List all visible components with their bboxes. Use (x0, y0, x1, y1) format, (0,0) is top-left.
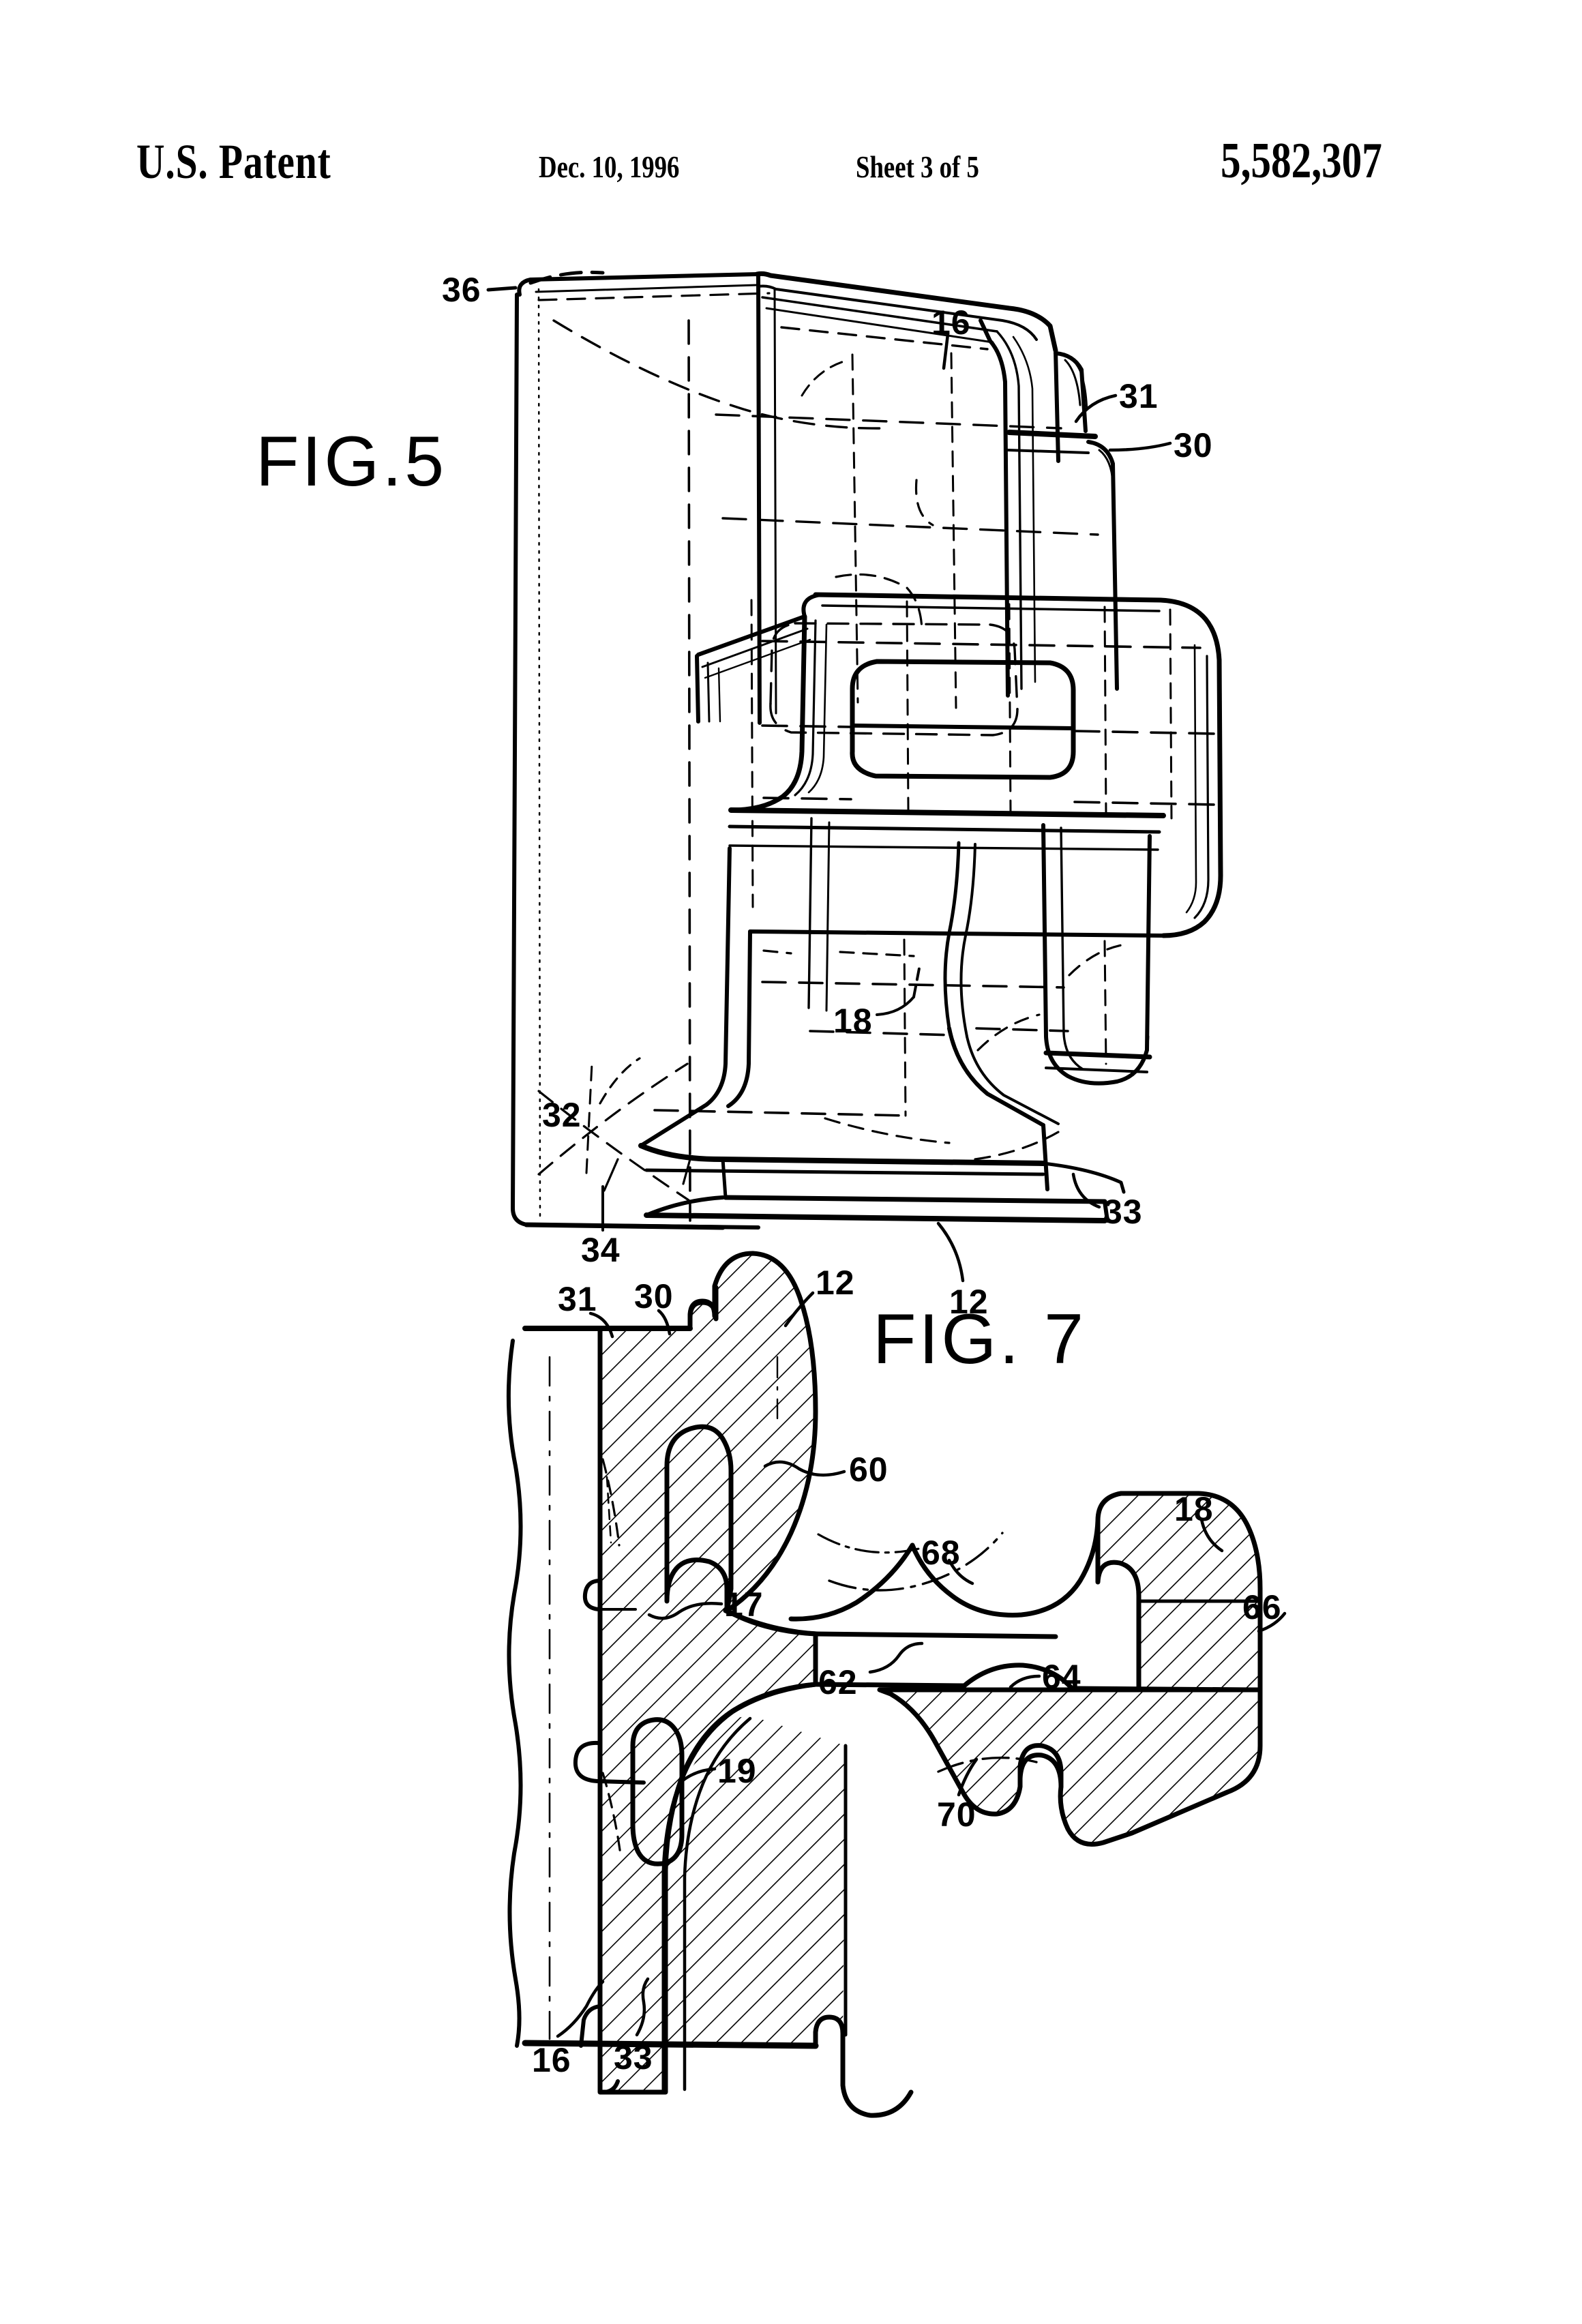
reference-numeral-30-fig5: 30 (1174, 426, 1213, 464)
reference-numeral-31-fig7: 31 (558, 1280, 597, 1318)
reference-numeral-19-fig7: 19 (717, 1752, 757, 1790)
reference-numeral-33-fig5: 33 (1103, 1193, 1143, 1231)
reference-numeral-17-fig7: 17 (724, 1585, 764, 1624)
reference-numeral-12-fig5: 12 (949, 1283, 989, 1321)
reference-numeral-36-fig5: 36 (442, 271, 481, 309)
reference-numeral-62-fig7: 62 (818, 1663, 858, 1701)
reference-numeral-32-fig5: 32 (542, 1096, 582, 1134)
reference-numeral-66-fig7: 66 (1242, 1588, 1282, 1626)
reference-numeral-16-fig7: 16 (532, 2041, 571, 2079)
patent-number: 5,582,307 (1221, 133, 1382, 189)
reference-numeral-68-fig7: 68 (921, 1534, 961, 1572)
reference-numeral-33-fig7: 33 (614, 2038, 653, 2076)
reference-numeral-30-fig7: 30 (634, 1277, 674, 1315)
reference-numeral-18-fig7: 18 (1174, 1490, 1214, 1528)
reference-numeral-16-fig5: 16 (931, 303, 971, 342)
figure-caption-fig7: FIG. 7 (873, 1300, 1086, 1379)
reference-numeral-64-fig7: 64 (1042, 1658, 1081, 1696)
fig5-linework (486, 270, 1223, 1283)
reference-numeral-18-fig5: 18 (833, 1002, 873, 1040)
reference-numeral-70-fig7: 70 (937, 1796, 976, 1834)
sheet-number: Sheet 3 of 5 (856, 149, 979, 184)
reference-numeral-12-fig7: 12 (816, 1264, 855, 1302)
patent-office-title: U.S. Patent (136, 134, 331, 189)
patent-issue-date: Dec. 10, 1996 (539, 149, 680, 184)
reference-numeral-60-fig7: 60 (849, 1450, 889, 1489)
patent-sheet-header: U.S. Patent Dec. 10, 1996 Sheet 3 of 5 5… (0, 133, 1582, 209)
figure-caption-fig5: FIG.5 (256, 422, 447, 501)
reference-numeral-31-fig5: 31 (1119, 377, 1159, 415)
reference-numeral-34-fig5: 34 (581, 1231, 621, 1269)
fig7-linework (506, 1251, 1287, 2118)
